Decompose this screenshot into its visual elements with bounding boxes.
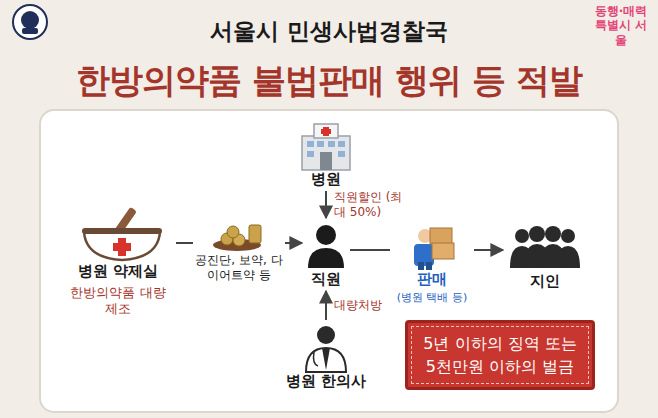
employee-icon <box>308 225 344 268</box>
pills-icon <box>211 219 267 253</box>
doctor-node: 병원 한의사 <box>280 322 372 391</box>
page-title: 한방의약품 불법판매 행위 등 적발 <box>0 58 658 104</box>
doctor-icon <box>306 326 346 372</box>
hospital-node: 병원 <box>290 122 362 189</box>
connector <box>325 291 327 320</box>
connector <box>350 249 390 251</box>
edge-label-text: 직원할인 (최대 50%) <box>334 190 408 220</box>
node-title: 지인 <box>505 272 585 291</box>
node-title: 병원 <box>290 170 362 189</box>
delivery-icon <box>414 228 454 270</box>
node-title: 직원 <box>304 270 348 289</box>
edge-label: 직원할인 (최대 50%) <box>334 190 408 220</box>
card-panel <box>40 110 618 412</box>
node-title: 5년 이하의 징역 또는 5천만원 이하의 벌금 <box>418 332 582 378</box>
logo-seal <box>13 5 47 39</box>
node-title: 병원 약제실 <box>62 262 174 281</box>
connector <box>474 249 503 251</box>
hospital-icon <box>302 124 350 170</box>
node-title: 판매 <box>392 270 472 289</box>
edge-label: 대량처방 <box>334 298 408 313</box>
node-title: 병원 한의사 <box>280 372 372 391</box>
sale-node: 판매(병원 택배 등) <box>392 218 472 305</box>
node-subtitle: 한방의약품 대량 제조 <box>62 285 174 318</box>
group-icon <box>510 226 580 268</box>
mortar-icon <box>82 207 162 260</box>
edge-label: 공진단, 보약, 다이어트약 등 <box>193 219 285 283</box>
acquaintance-node: 지인 <box>505 222 585 291</box>
edge-label-text: 공진단, 보약, 다이어트약 등 <box>193 253 285 283</box>
city-slogan: 동행·매력 특별시 서울 <box>590 4 652 47</box>
pharmacy-node: 병원 약제실한방의약품 대량 제조 <box>62 200 174 318</box>
employee-node: 직원 <box>304 220 348 289</box>
penalty-box: 5년 이하의 징역 또는 5천만원 이하의 벌금 <box>405 320 595 390</box>
agency-heading: 서울시 민생사법경찰국 <box>0 16 658 47</box>
edge-label-text: 대량처방 <box>334 298 408 313</box>
node-subtitle: (병원 택배 등) <box>392 290 472 305</box>
connector <box>325 191 327 218</box>
